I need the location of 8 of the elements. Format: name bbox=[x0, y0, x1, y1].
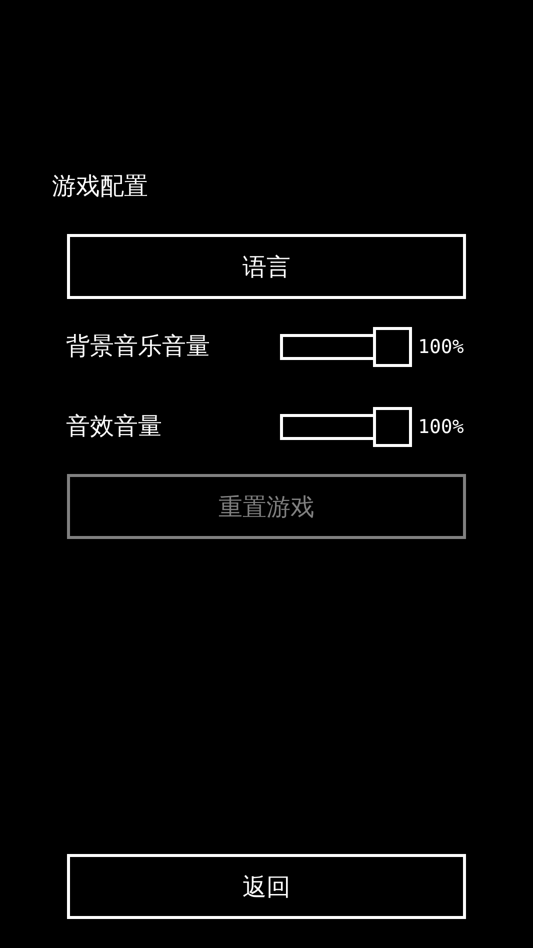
language-button: 语言 bbox=[67, 234, 466, 299]
volume-value: 100% bbox=[418, 335, 464, 359]
reset-button: 重置游戏 bbox=[67, 474, 466, 539]
volume-value: 100% bbox=[418, 415, 464, 439]
setting-label: 背景音乐音量 bbox=[66, 332, 210, 360]
setting-label: 音效音量 bbox=[66, 412, 162, 440]
back-button: 返回 bbox=[67, 854, 466, 919]
page-title: 游戏配置 bbox=[52, 172, 148, 200]
